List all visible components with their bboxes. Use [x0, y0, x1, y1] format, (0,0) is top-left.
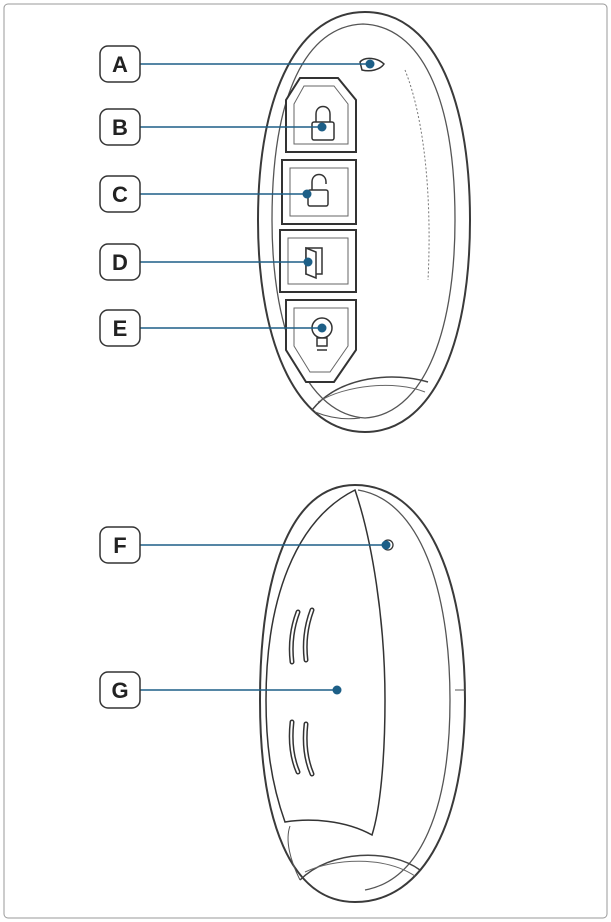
label-b: B — [112, 115, 128, 140]
leader-dot-c — [302, 189, 312, 199]
remote-front-view — [256, 10, 472, 434]
button-unlock[interactable] — [281, 159, 357, 225]
back-right-rim — [357, 489, 451, 891]
label-box-e — [99, 309, 141, 347]
label-box-d — [99, 243, 141, 281]
button-lock[interactable] — [285, 77, 357, 153]
leader-dot-d — [303, 257, 313, 267]
label-box-c — [99, 175, 141, 213]
label-box-g — [99, 671, 141, 709]
label-box-f — [99, 526, 141, 564]
label-d: D — [112, 250, 128, 275]
label-c: C — [112, 182, 128, 207]
label-box-a — [99, 45, 141, 83]
callout-labels: A B C D E F G — [99, 45, 141, 709]
back-bottom-curve-1 — [299, 854, 421, 881]
grip-slots-bottom — [288, 719, 315, 777]
label-a: A — [112, 52, 128, 77]
button-door[interactable] — [279, 229, 357, 293]
leader-dot-a — [365, 59, 375, 69]
back-bottom-curve-3 — [287, 825, 301, 881]
leader-dot-e — [317, 323, 327, 333]
grip-slots-top — [288, 607, 315, 665]
front-highlight — [404, 69, 430, 281]
remote-back-view — [258, 483, 467, 904]
front-bottom-curve-2 — [317, 384, 426, 403]
diagram-frame — [3, 3, 608, 919]
front-inner-rim — [271, 23, 456, 419]
label-box-b — [99, 108, 141, 146]
leader-lines — [140, 59, 391, 695]
label-e: E — [113, 316, 128, 341]
back-bottom-curve-2 — [304, 860, 416, 877]
leader-dot-f — [381, 540, 391, 550]
front-bottom-curve-3 — [314, 411, 361, 420]
label-g: G — [111, 678, 128, 703]
leader-dot-b — [317, 122, 327, 132]
label-f: F — [113, 533, 126, 558]
leader-dot-g — [332, 685, 342, 695]
back-panel — [265, 488, 386, 837]
